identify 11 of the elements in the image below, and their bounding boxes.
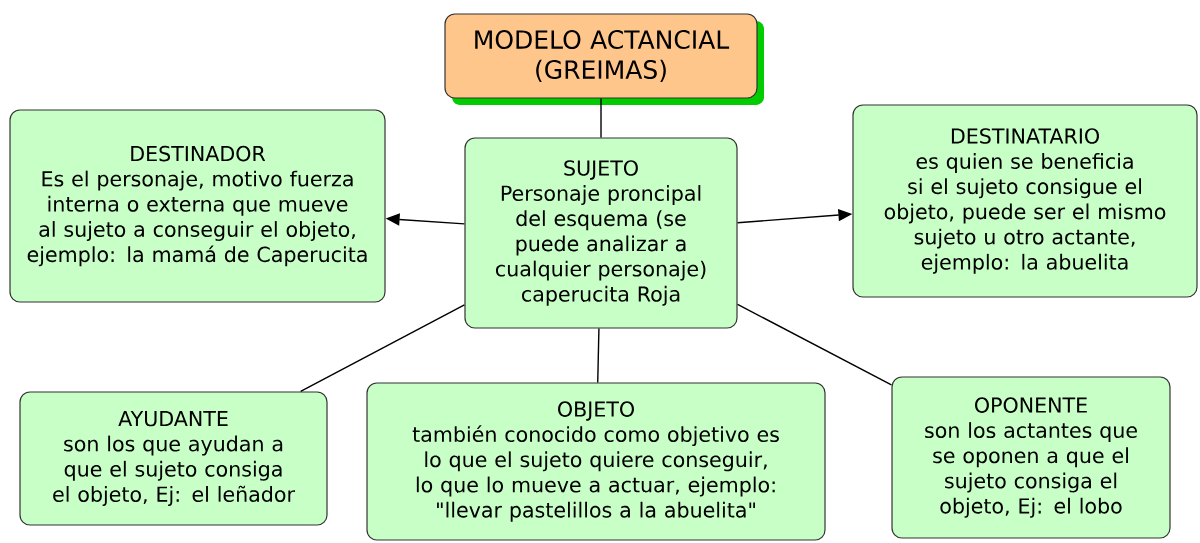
title-box: MODELO ACTANCIAL (GREIMAS) (444, 13, 764, 105)
concept-box: AYUDANTE son los que ayudan a que el sujeto consiga el objeto, Ej: el leñador (19, 391, 328, 526)
concept-box: DESTINADOR Es el personaje, motivo fuerza interna o externa que mueve al sujeto a conseguir el objeto, ejemplo: la mamá de Caperucita (9, 109, 386, 303)
concept-box: OPONENTE son los actantes que se oponen a que el sujeto consiga el objeto, Ej: el lobo (891, 376, 1171, 539)
connector-line (299, 304, 466, 393)
connector-line (600, 97, 602, 139)
concept-box: OBJETO también conocido como objetivo es lo que el sujeto quiere conseguir, lo que lo mueve a actuar, ejemplo: "llevar pastelillos a la abuelita" (366, 382, 826, 541)
concept-box: DESTINATARIO es quien se beneficia si el sujeto consigue el objeto, puede ser el mismo sujeto u otro actante, ejemplo: la abuelita (852, 104, 1198, 298)
concept-box: SUJETO Personaje proncipal del esquema (se puede analizar a cualquier personaje) caperucita Roja (464, 137, 738, 329)
connector-line (597, 327, 600, 384)
connector-line (736, 303, 893, 386)
